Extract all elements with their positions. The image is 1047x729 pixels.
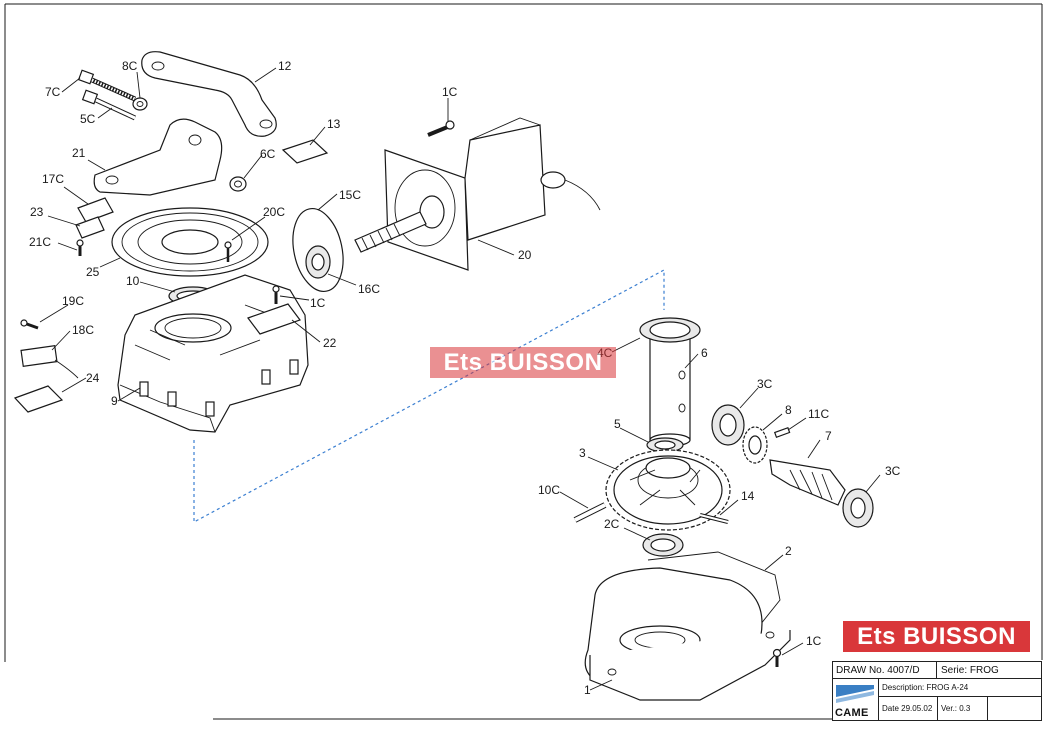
label-1c-bottom: 1C [806, 634, 822, 648]
draw-number: DRAW No. 4007/D [833, 662, 937, 679]
serie-label: Serie: FROG [937, 662, 1041, 679]
part-11c-key [773, 426, 791, 438]
part-19c-screw [20, 319, 39, 330]
label-10: 10 [126, 274, 140, 288]
part-3-gear [605, 449, 731, 531]
alignment-guide [193, 268, 665, 524]
description-field: Description: FROG A-24 [879, 679, 1041, 697]
label-13: 13 [327, 117, 341, 131]
label-20c: 20C [263, 205, 285, 219]
part-23-clip [75, 216, 105, 239]
came-logo: CAME [833, 679, 879, 720]
label-3c-lower: 3C [885, 464, 901, 478]
part-6-shaft [639, 317, 701, 447]
part-2c-bearing [642, 533, 684, 557]
label-14: 14 [741, 489, 755, 503]
label-15c: 15C [339, 188, 361, 202]
part-21-bracket [93, 118, 223, 196]
part-14-pin [699, 513, 729, 524]
part-10c-pin [573, 502, 607, 523]
watermark-text-bottom: Ets BUISSON [857, 622, 1016, 650]
part-3c-bearing-b [842, 488, 874, 528]
part-8-pinion [742, 426, 768, 464]
label-11c: 11C [808, 407, 829, 421]
part-5c-bolt [81, 89, 137, 121]
label-1: 1 [584, 683, 591, 697]
part-2-cover [584, 551, 791, 701]
label-3c-upper: 3C [757, 377, 773, 391]
version-field: Ver.: 0.3 [938, 697, 988, 720]
label-17c: 17C [42, 172, 64, 186]
part-17c-clip [77, 197, 114, 223]
part-13-plate [281, 139, 329, 164]
label-6c: 6C [260, 147, 276, 161]
label-25: 25 [86, 265, 100, 279]
part-24-plate [13, 385, 64, 413]
part-7c-bolt [77, 69, 137, 102]
watermark-text-center: Ets BUISSON [443, 348, 603, 376]
part-8c-nut [132, 97, 148, 111]
part-7-worm [769, 459, 846, 506]
label-20: 20 [518, 248, 532, 262]
leader-lines [39, 67, 881, 691]
label-1c-top: 1C [442, 85, 458, 99]
label-6: 6 [701, 346, 708, 360]
watermark-banner-center: Ets BUISSON [430, 347, 616, 378]
label-7c: 7C [45, 85, 61, 99]
label-7: 7 [825, 429, 832, 443]
part-22-plate [247, 303, 301, 335]
part-1c-screw-top [427, 120, 455, 137]
label-22: 22 [323, 336, 337, 350]
came-logo-stripes [836, 685, 874, 703]
part-9-housing [117, 274, 309, 433]
part-3c-bearing-a [711, 404, 745, 446]
part-20-motor [354, 117, 601, 271]
part-1c-screw-bottom [772, 648, 782, 667]
came-logo-text: CAME [835, 707, 869, 719]
part-16c-bearing [305, 245, 331, 279]
part-18c-switch [20, 345, 79, 379]
label-21: 21 [72, 146, 86, 160]
label-9: 9 [111, 394, 118, 408]
label-19c: 19C [62, 294, 84, 308]
label-8: 8 [785, 403, 792, 417]
label-12: 12 [278, 59, 292, 73]
label-2: 2 [785, 544, 792, 558]
part-1c-screw-mid [272, 285, 280, 304]
label-5: 5 [614, 417, 621, 431]
label-21c: 21C [29, 235, 51, 249]
label-3: 3 [579, 446, 586, 460]
label-18c: 18C [72, 323, 94, 337]
label-5c: 5C [80, 112, 96, 126]
part-labels: 7C 8C 12 5C 21 6C 13 1C 17C 20C 15C 23 2… [29, 59, 901, 697]
date-field: Date 29.05.02 [879, 697, 938, 720]
label-8c: 8C [122, 59, 138, 73]
label-24: 24 [86, 371, 100, 385]
title-block: DRAW No. 4007/D Serie: FROG CAME Descrip… [832, 661, 1042, 721]
watermark-banner-bottom: Ets BUISSON [843, 621, 1030, 652]
part-12-lever [141, 51, 277, 137]
label-1c-mid: 1C [310, 296, 326, 310]
label-2c: 2C [604, 517, 620, 531]
label-10c: 10C [538, 483, 560, 497]
part-25-disc [111, 207, 269, 277]
label-23: 23 [30, 205, 44, 219]
part-21c-screw [76, 239, 84, 256]
part-6c-nut [229, 176, 247, 192]
label-16c: 16C [358, 282, 380, 296]
